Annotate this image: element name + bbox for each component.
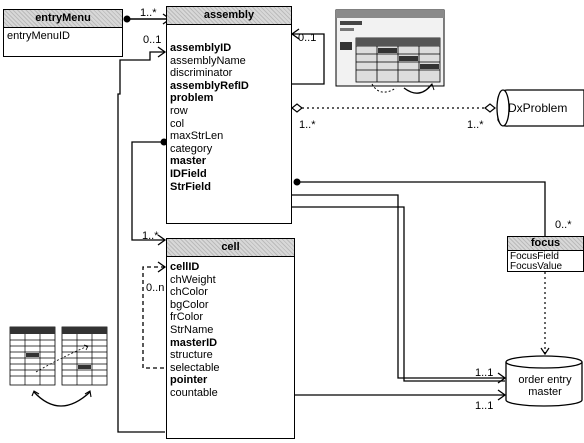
- problem-diamond: [292, 104, 302, 112]
- focus-title: focus: [508, 237, 583, 251]
- assembly-attr: StrField: [170, 181, 288, 194]
- multiplicity-cell-self: 0..n: [146, 282, 164, 294]
- cell-grid-thumbnail: [10, 327, 107, 406]
- cell-attr: countable: [170, 387, 291, 400]
- multiplicity-problem-left: 1..*: [299, 119, 316, 131]
- assembly-cell-composition-link: [132, 142, 165, 240]
- cell-entity: cell cellID chWeight chColor bgColor frC…: [166, 238, 295, 439]
- orderentry-label-line1: order entry: [506, 374, 584, 386]
- entrymenu-title: entryMenu: [4, 10, 122, 28]
- master-focus-link: [297, 182, 545, 236]
- multiplicity-assembly-left: 0..1: [143, 34, 161, 46]
- multiplicity-assembly-self: 0..1: [298, 32, 316, 44]
- assembly-attributes: assemblyID assemblyName discriminator as…: [167, 25, 291, 195]
- assembly-attr: IDField: [170, 168, 288, 181]
- cell-attr: chColor: [170, 286, 291, 299]
- orderentry-label-line2: master: [506, 386, 584, 398]
- multiplicity-problem-right: 1..*: [467, 119, 484, 131]
- entrymenu-entity: entryMenu entryMenuID: [3, 9, 123, 57]
- assembly-attr: assemblyID: [170, 42, 288, 55]
- focus-entity: focus FocusField FocusValue: [507, 236, 584, 272]
- cell-attr: frColor: [170, 311, 291, 324]
- multiplicity-entrymenu-assembly: 1..*: [140, 7, 157, 19]
- focus-attributes: FocusField FocusValue: [508, 251, 583, 273]
- cell-attr: bgColor: [170, 299, 291, 312]
- cell-attr: structure: [170, 349, 291, 362]
- multiplicity-orderentry-2: 1..1: [475, 400, 493, 412]
- assembly-attr: col: [170, 118, 288, 131]
- assembly-attr: problem: [170, 92, 288, 105]
- assembly-entity: assembly assemblyID assemblyName discrim…: [166, 6, 292, 224]
- cell-attr: masterID: [170, 337, 291, 350]
- focus-attr: FocusValue: [510, 262, 581, 272]
- cell-title: cell: [167, 239, 294, 257]
- multiplicity-assembly-cell: 1..*: [142, 230, 159, 242]
- assembly-attr: maxStrLen: [170, 130, 288, 143]
- assembly-attr: category: [170, 143, 288, 156]
- assembly-attr: row: [170, 105, 288, 118]
- multiplicity-orderentry-1: 1..1: [475, 367, 493, 379]
- entrymenu-assembly-dot: [124, 16, 131, 23]
- multiplicity-focus-top: 0..*: [555, 219, 572, 231]
- assembly-table-thumbnail: [336, 10, 444, 93]
- cell-attributes: cellID chWeight chColor bgColor frColor …: [167, 257, 294, 402]
- assembly-orderentry-link-1: [292, 195, 505, 378]
- cell-attr: selectable: [170, 362, 291, 375]
- entrymenu-attributes: entryMenuID: [4, 28, 122, 45]
- cell-attr: pointer: [170, 374, 291, 387]
- assembly-title: assembly: [167, 7, 291, 25]
- cell-attr: cellID: [170, 261, 291, 274]
- assembly-attr: assemblyRefID: [170, 80, 288, 93]
- cell-attr: chWeight: [170, 274, 291, 287]
- dxproblem-diamond: [485, 104, 495, 112]
- assembly-attr: assemblyName: [170, 55, 288, 68]
- entrymenu-attr: entryMenuID: [7, 30, 119, 43]
- master-focus-dot: [294, 179, 301, 186]
- assembly-attr: discriminator: [170, 67, 288, 80]
- dxproblem-label: DxProblem: [508, 102, 584, 114]
- assembly-attr: master: [170, 155, 288, 168]
- assembly-cell-pointer-link: [118, 52, 165, 432]
- cell-attr: StrName: [170, 324, 291, 337]
